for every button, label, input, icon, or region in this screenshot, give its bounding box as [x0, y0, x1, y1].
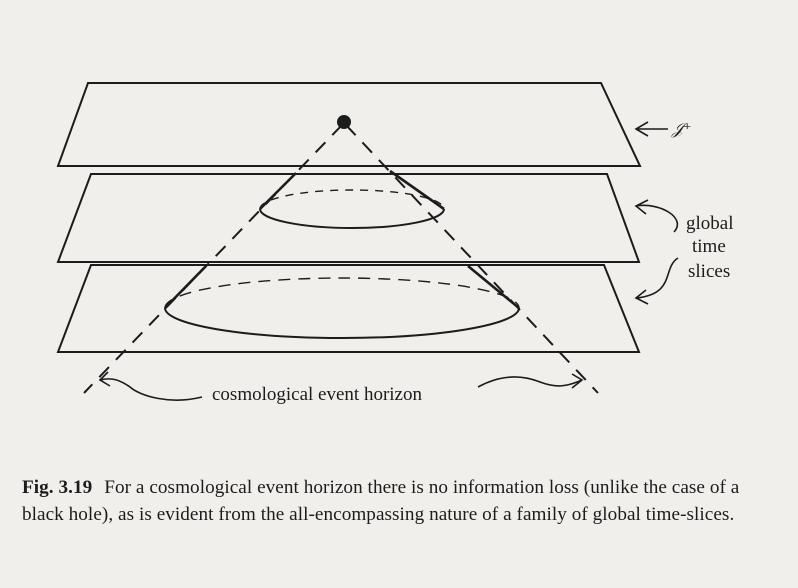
- horizon-section-lower-back: [164, 277, 520, 309]
- horizon-right-solid-upper: [389, 169, 445, 211]
- time-slices-arrow-lower: [634, 257, 679, 305]
- time-slices-label-line-3: slices: [688, 261, 730, 282]
- scri-plus-arrow: [634, 121, 668, 137]
- plane-time-slice-lower: [56, 264, 641, 353]
- scri-plus-label: 𝒥⁺: [671, 121, 692, 138]
- figure-caption-text: For a cosmological event horizon there i…: [22, 477, 740, 525]
- horizon-left-solid-upper: [259, 172, 297, 210]
- time-slices-label-line-1: global: [686, 213, 734, 234]
- horizon-right-dashed: [345, 124, 599, 394]
- horizon-section-lower-front: [164, 307, 520, 339]
- horizon-left-solid-lower: [164, 265, 207, 309]
- horizon-right-solid-lower: [467, 264, 520, 310]
- plane-time-slice-upper: [56, 173, 641, 263]
- plane-scri-plus: [56, 82, 642, 167]
- horizon-arrow-left: [98, 371, 203, 401]
- horizon-section-upper-back: [259, 189, 445, 210]
- horizon-label: cosmological event horizon: [212, 384, 422, 405]
- time-slices-label-line-2: time: [692, 236, 726, 257]
- horizon-section-upper-front: [259, 208, 445, 229]
- time-slices-arrow-upper: [634, 199, 679, 233]
- horizon-arrow-right: [477, 373, 584, 389]
- figure-caption-label: Fig. 3.19: [22, 477, 93, 498]
